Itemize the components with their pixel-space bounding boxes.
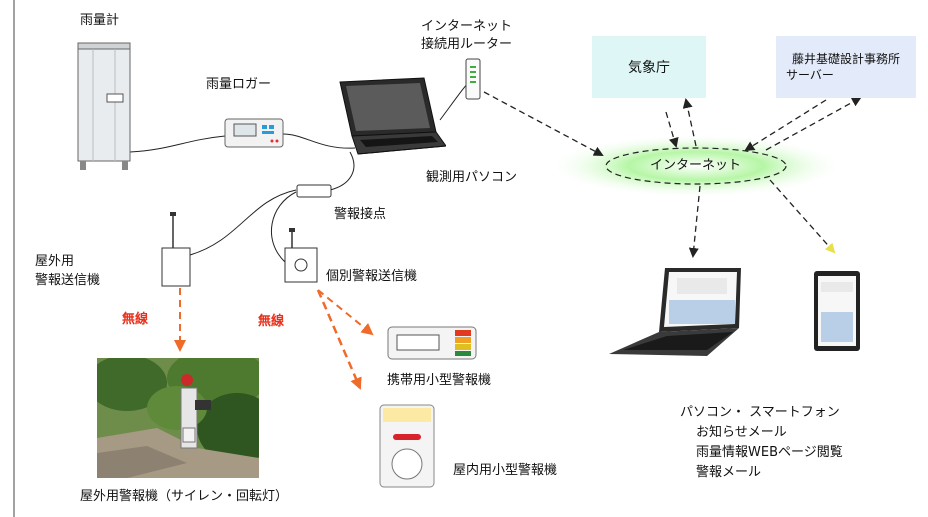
wire-pc-contact: [329, 151, 355, 191]
rain-gauge-label: 雨量計: [80, 13, 120, 28]
outdoor-alarm-label: 屋外用警報機（サイレン・回転灯）: [80, 489, 289, 504]
smartphone-image: [813, 270, 861, 352]
arrow-internet-server: [765, 97, 862, 151]
internet-label: インターネット: [650, 158, 742, 173]
arrow-jma-internet: [665, 111, 679, 148]
wire-gauge-logger: [129, 135, 226, 153]
portable-alarm-image: [387, 326, 477, 360]
wire-logger-pc: [282, 133, 356, 149]
outdoor-transmitter-label-line1: 屋外用: [35, 254, 75, 269]
router-label-line2: 接続用ルーター: [421, 37, 513, 52]
wire-contact-individual-tx: [270, 191, 297, 263]
clients-item-web-view: 雨量情報WEBページ閲覧: [696, 445, 843, 460]
clients-item-alarm-mail: 警報メール: [696, 465, 762, 480]
arrow-wireless-portable: [317, 289, 374, 336]
router-image: [465, 58, 481, 100]
outdoor-transmitter-label-line2: 警報送信機: [35, 273, 101, 288]
clients-item-notice-mail: お知らせメール: [696, 425, 787, 440]
jma-box: 気象庁: [592, 36, 706, 98]
observation-pc-image: [334, 76, 447, 160]
portable-alarm-label: 携帯用小型警報機: [387, 373, 492, 388]
client-laptop-image: [607, 264, 749, 360]
wireless-label-outdoor: 無線: [122, 312, 149, 327]
rain-logger-label: 雨量ロガー: [206, 77, 272, 92]
arrow-router-internet: [483, 91, 604, 156]
arrow-internet-jma: [682, 98, 697, 147]
router-label-line1: インターネット: [421, 19, 513, 34]
arrow-internet-laptop: [688, 185, 701, 258]
arrow-wireless-indoor: [316, 289, 362, 390]
individual-transmitter-label: 個別警報送信機: [326, 269, 418, 284]
indoor-alarm-image: [379, 404, 435, 488]
indoor-alarm-label: 屋内用小型警報機: [453, 463, 558, 478]
observation-pc-label: 観測用パソコン: [426, 170, 518, 185]
alarm-contact-image: [296, 183, 332, 198]
outdoor-transmitter-image: [160, 210, 192, 288]
server-label-line2: サーバー: [786, 68, 834, 82]
clients-title: パソコン・ スマートフォン: [680, 405, 840, 420]
rain-logger-image: [224, 118, 284, 148]
rain-gauge-image: [77, 42, 131, 170]
arrow-server-internet: [744, 99, 827, 152]
outdoor-alarm-photo: [97, 358, 259, 478]
server-label-line1: 藤井基礎設計事務所: [791, 52, 900, 66]
wire-contact-outdoor-tx: [189, 189, 297, 256]
arrow-internet-phone: [769, 179, 836, 254]
alarm-contact-label: 警報接点: [334, 207, 387, 222]
jma-label: 気象庁: [628, 60, 670, 76]
wireless-label-individual: 無線: [258, 314, 285, 329]
server-box: 藤井基礎設計事務所 サーバー: [776, 36, 916, 98]
internet-cloud-outline: [605, 147, 787, 185]
individual-transmitter-image: [283, 226, 319, 284]
